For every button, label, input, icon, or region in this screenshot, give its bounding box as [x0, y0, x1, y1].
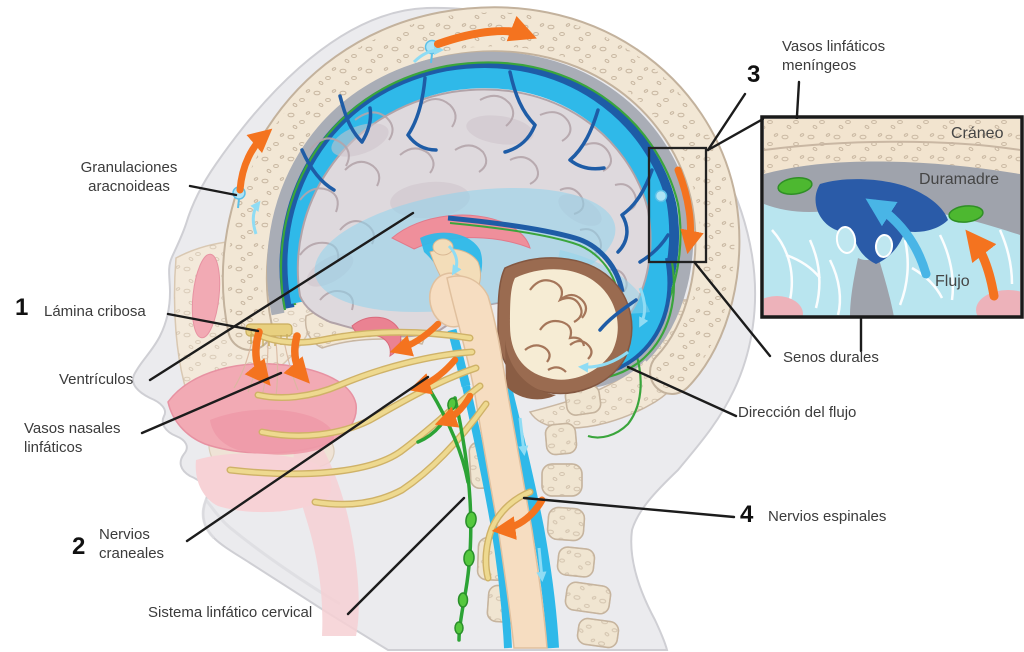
- tentorium: [447, 215, 625, 295]
- inset-pink-left: [764, 296, 803, 316]
- label-senos-durales: Senos durales: [783, 349, 879, 366]
- lymph-nodes: [447, 397, 477, 635]
- cerebellum-folia: [524, 279, 593, 373]
- label-granulaciones-aracnoideas: Granulaciones aracnoideas: [80, 159, 178, 195]
- inset-trabecula: [850, 256, 894, 316]
- inset-label-craneo: Cráneo: [951, 125, 1004, 142]
- magnifier-rectangle: [647, 146, 708, 264]
- label-vasos-nasales-linfaticos: Vasos nasales linfáticos: [24, 420, 121, 456]
- inset-granulation: [874, 234, 894, 258]
- inset-lymph-vessel-left: [777, 176, 813, 196]
- number-1: 1: [15, 294, 29, 321]
- label-nervios-craneales: Nervios craneales: [99, 526, 165, 562]
- label-sistema-linfatico-cervical: Sistema linfático cervical: [148, 604, 313, 621]
- label-direccion-del-flujo: Dirección del flujo: [738, 404, 857, 421]
- label-ventriculos: Ventrículos: [59, 371, 134, 388]
- csf-flow-arrows: [250, 44, 649, 583]
- inset-csf-arrow: [865, 198, 931, 279]
- inset-pink-right: [976, 290, 1020, 316]
- inset-lymph-vessel-right: [948, 205, 984, 223]
- number-3: 3: [747, 61, 761, 88]
- label-lamina-cribosa: Lámina cribosa: [44, 303, 146, 320]
- flow-arrows: [236, 15, 704, 540]
- inset-flow-arrow: [965, 229, 999, 301]
- cerebellum: [497, 257, 633, 400]
- inset-panel: [760, 115, 1024, 319]
- label-nervios-espinales: Nervios espinales: [768, 508, 887, 525]
- cortical-veins: [300, 70, 670, 332]
- number-2: 2: [72, 533, 86, 560]
- sagittal-sinus: [279, 62, 679, 353]
- label-vasos-linfaticos-meningeos: Vasos linfáticos meníngeos: [782, 38, 886, 74]
- skull-band: [221, 6, 741, 395]
- inset-label-duramadre: Duramadre: [919, 171, 1000, 188]
- inset-label-flujo: Flujo: [935, 273, 970, 290]
- inset-border: [760, 115, 1024, 319]
- number-4: 4: [740, 501, 754, 528]
- inset-granulation: [835, 226, 857, 254]
